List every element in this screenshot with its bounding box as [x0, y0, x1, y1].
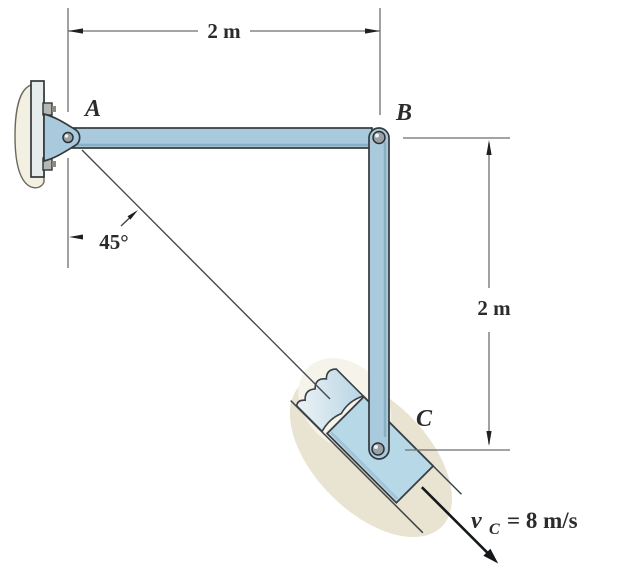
- dim-right-label: 2 m: [477, 296, 511, 320]
- joint-b-label: B: [395, 100, 412, 126]
- angle-label: 45°: [99, 230, 128, 254]
- angle-leader: [120, 216, 131, 227]
- joint-c-label: C: [416, 406, 433, 432]
- pin-bracket: [43, 112, 81, 163]
- pin-c: [371, 442, 385, 456]
- velocity-var: v: [471, 508, 482, 534]
- pin-c-highlight: [374, 445, 378, 449]
- angle-arrow-left: [69, 234, 83, 240]
- dimension-right: [403, 137, 510, 451]
- guide-broken-piece: [295, 368, 365, 433]
- velocity-value: = 8 m/s: [507, 508, 578, 533]
- bolt-bottom-nub: [52, 161, 56, 167]
- bolt-top: [42, 102, 53, 116]
- guide-upper-edge-stub: [432, 465, 462, 495]
- dimension-top: [67, 8, 381, 115]
- dim-right-arrow-top: [486, 140, 492, 155]
- pin-b: [372, 130, 386, 145]
- bolt-top-nub: [52, 106, 56, 112]
- pin-b-highlight: [375, 133, 379, 138]
- velocity-label: v C = 8 m/s: [471, 508, 578, 538]
- dim-top-arrow-left: [68, 28, 83, 34]
- joint-a-label: A: [83, 96, 101, 122]
- velocity-subscript: C: [489, 521, 500, 538]
- angle-annotation: [67, 158, 138, 268]
- pin-a-highlight: [64, 134, 69, 138]
- incline-reference-line: [81, 149, 331, 400]
- velocity-arrowhead: [483, 548, 499, 564]
- dim-top-arrow-right: [365, 28, 380, 34]
- wall-plate: [30, 80, 45, 178]
- dim-right-arrow-bottom: [486, 431, 492, 446]
- angle-arrow-diagonal: [127, 210, 138, 220]
- velocity-arrow-shaft: [420, 486, 489, 554]
- collar-shade: [330, 431, 399, 500]
- dim-top-label: 2 m: [207, 19, 241, 43]
- pin-a: [62, 131, 74, 144]
